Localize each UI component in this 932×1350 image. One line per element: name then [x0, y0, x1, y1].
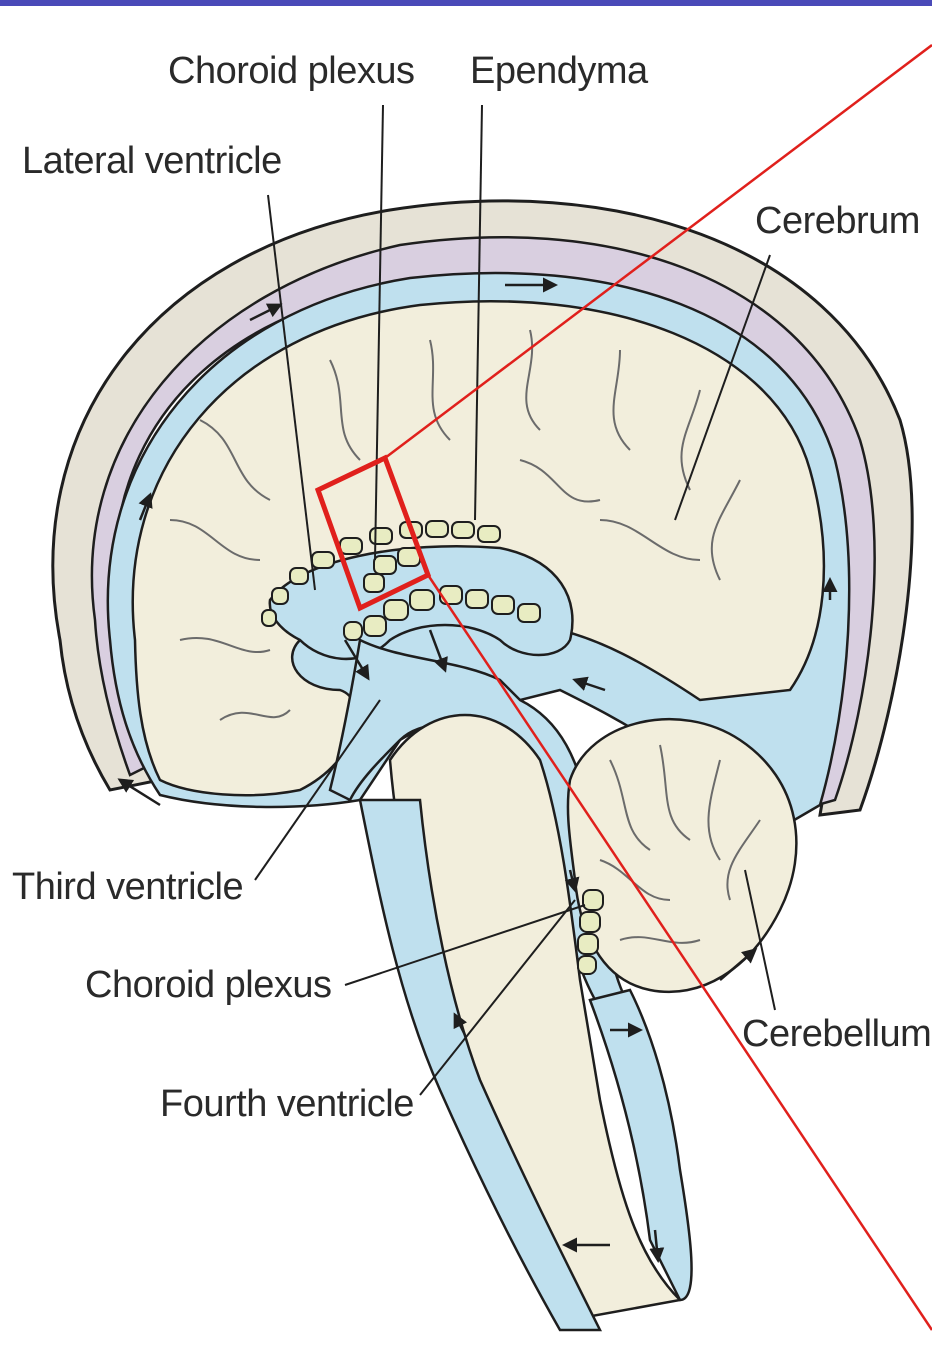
label-choroid-plexus-top: Choroid plexus — [168, 52, 414, 90]
label-third-ventricle: Third ventricle — [12, 868, 243, 906]
label-ependyma: Ependyma — [470, 52, 648, 90]
label-choroid-plexus-bottom: Choroid plexus — [85, 966, 331, 1004]
label-lateral-ventricle: Lateral ventricle — [22, 142, 282, 180]
label-cerebrum: Cerebrum — [755, 202, 920, 240]
label-fourth-ventricle: Fourth ventricle — [160, 1085, 414, 1123]
label-cerebellum: Cerebellum — [742, 1015, 931, 1053]
